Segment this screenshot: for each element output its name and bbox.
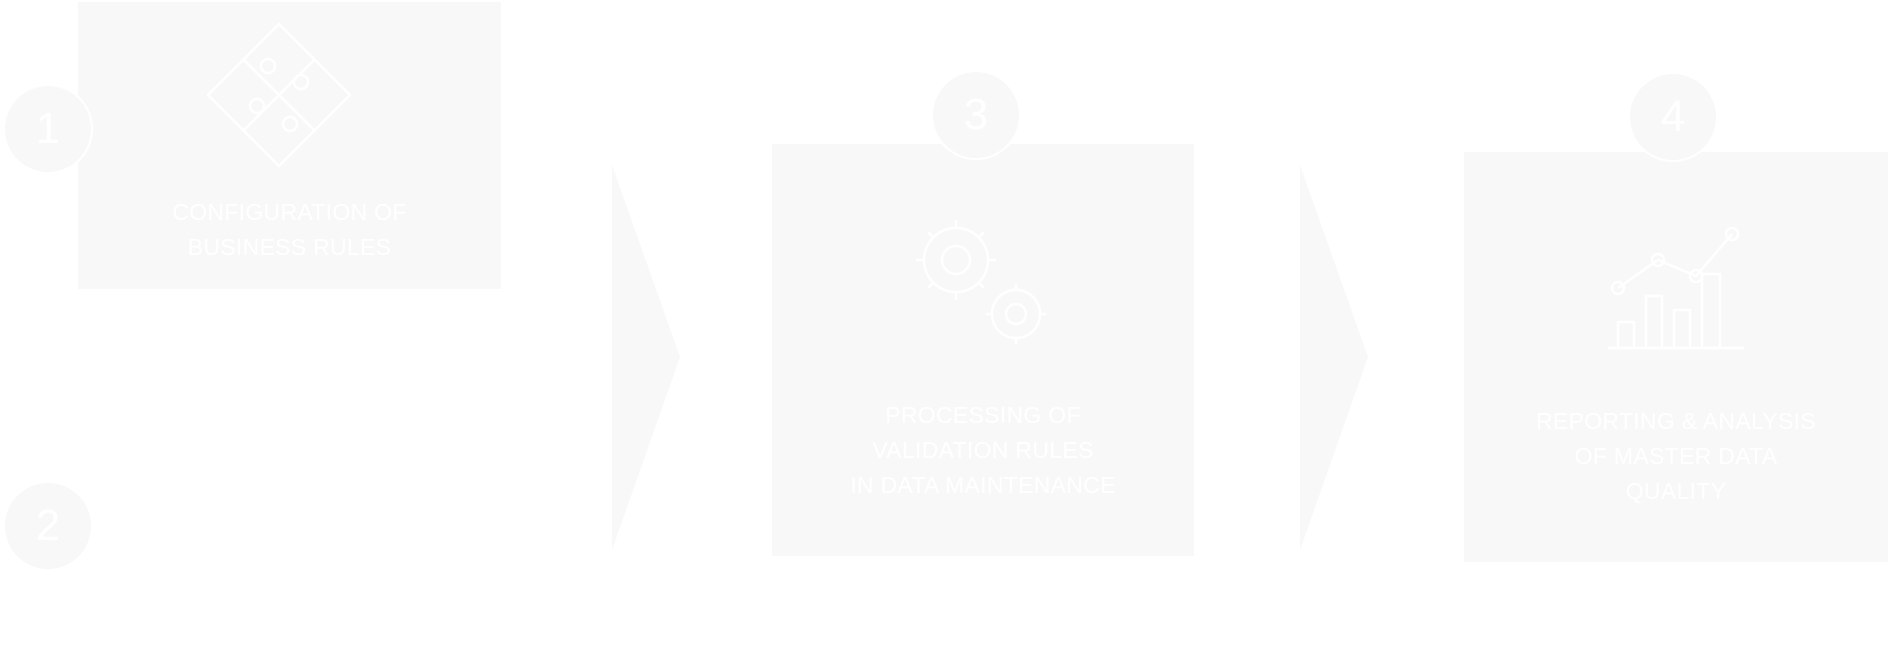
step-4-badge: 4 [1628,72,1718,162]
puzzle-icon [206,22,352,168]
step-3-card: PROCESSING OF VALIDATION RULES IN DATA M… [772,144,1194,556]
step-1-badge: 1 [3,84,93,174]
chevron-right-icon [1300,165,1368,550]
chevron-right-icon [612,165,680,550]
bar-chart-icon [1608,226,1744,350]
step-4-card: REPORTING & ANALYSIS OF MASTER DATA QUAL… [1464,152,1888,562]
step-1-title: CONFIGURATION OF BUSINESS RULES [172,199,407,260]
step-4-title: REPORTING & ANALYSIS OF MASTER DATA QUAL… [1536,408,1816,504]
step-2-badge: 2 [3,481,93,571]
gears-icon [916,220,1046,344]
step-3-badge: 3 [931,70,1021,160]
step-3-title: PROCESSING OF VALIDATION RULES IN DATA M… [850,402,1116,498]
step-1-card: CONFIGURATION OF BUSINESS RULES [78,2,501,289]
